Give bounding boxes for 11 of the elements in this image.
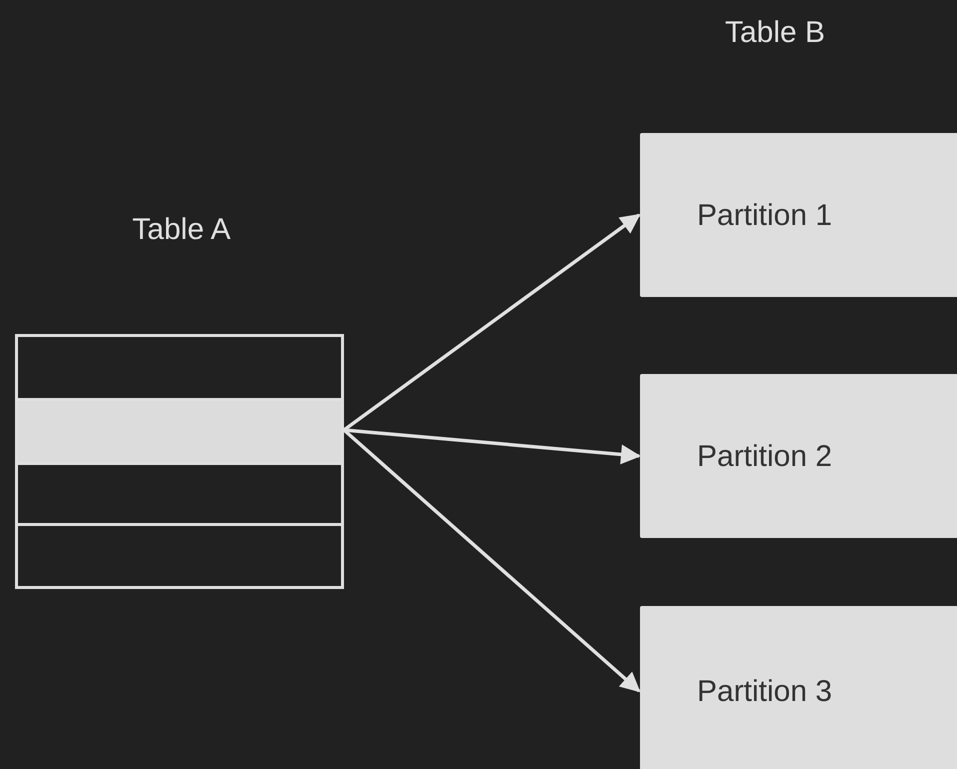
table-heading: Table B bbox=[725, 15, 826, 51]
table-row bbox=[15, 462, 344, 526]
table-row bbox=[15, 523, 344, 589]
highlighted-row bbox=[15, 398, 344, 465]
arrow bbox=[342, 428, 640, 692]
partition-box: Partition 2 bbox=[640, 374, 957, 538]
partition-box: Partition 3 bbox=[640, 606, 957, 769]
table-heading: Table A bbox=[131, 212, 232, 248]
arrow bbox=[342, 214, 641, 432]
partition-box: Partition 1 bbox=[640, 133, 957, 297]
arrow bbox=[344, 428, 641, 464]
